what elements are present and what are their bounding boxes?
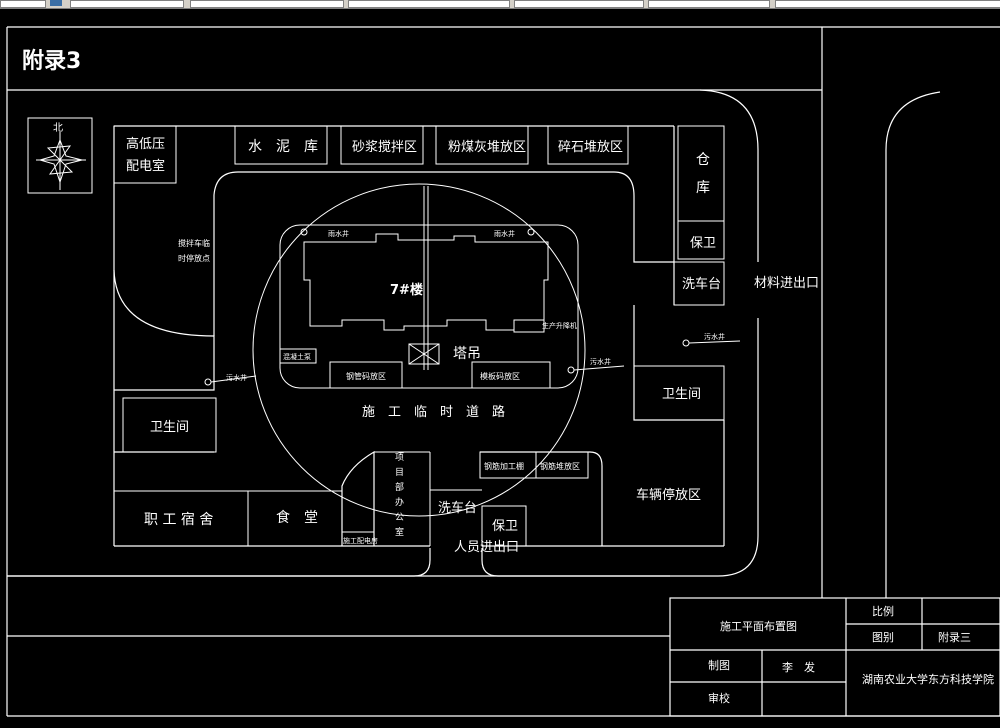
toolbar-field-5[interactable] [514, 0, 644, 8]
restroom-right-label: 卫生间 [662, 387, 701, 402]
tower-crane-label: 塔吊 [453, 346, 481, 362]
rebar-stack-label: 钢筋堆放区 [540, 461, 580, 471]
vehicle-park-label: 车辆停放区 [636, 487, 701, 503]
toolbar-strip [0, 0, 1000, 9]
top-row-buildings [113, 125, 725, 306]
toolbar-field-3[interactable] [190, 0, 344, 8]
sewage-left-label: 污水井 [226, 373, 247, 382]
restroom-left-label: 卫生间 [150, 420, 189, 435]
sewage-wells [204, 339, 741, 386]
toolbar-field-7[interactable] [775, 0, 1000, 8]
guard-top-label: 保卫 [690, 236, 716, 251]
cement-store-label: 水 泥 库 [248, 139, 318, 155]
shop-small-label: 施工配电房 [343, 536, 378, 545]
wash-top-label: 洗车台 [682, 276, 721, 292]
restroom-left-box [122, 397, 217, 453]
drawing-canvas[interactable]: 附录3 北 [0, 8, 1000, 728]
toolbar-field-6[interactable] [648, 0, 770, 8]
rain-well-left-label: 雨水井 [328, 229, 349, 238]
mixer-note-1: 搅拌车临 [178, 238, 210, 248]
sheet-frame [6, 26, 1000, 717]
crane-radius [252, 183, 586, 517]
restroom-right-box [633, 365, 725, 421]
scale-label: 比例 [872, 604, 894, 618]
formwork-yard-label: 模板码放区 [480, 371, 520, 381]
drawing-name: 施工平面布置图 [720, 620, 797, 633]
building-label: 7#楼 [390, 282, 423, 298]
office-label-2: 目 [395, 467, 404, 478]
sheet-value: 附录三 [938, 630, 971, 644]
office-label-5: 公 [395, 512, 404, 523]
fly-ash-label: 粉煤灰堆放区 [448, 140, 526, 155]
gravel-label: 碎石堆放区 [558, 140, 623, 155]
compass-rose [27, 117, 93, 194]
office-label-4: 办 [395, 496, 404, 508]
office-label-3: 部 [395, 481, 404, 493]
power-room-label-1: 高低压 [126, 136, 165, 152]
sewage-east-label: 污水井 [704, 332, 725, 341]
sewage-right-label: 污水井 [590, 357, 611, 366]
building-footprint [279, 186, 579, 389]
wash-bottom-label: 洗车台 [438, 500, 477, 516]
compass-north-label: 北 [53, 122, 63, 134]
power-room-label-2: 配电室 [126, 158, 165, 174]
warehouse-label-2: 库 [696, 180, 710, 196]
inner-road [113, 171, 724, 546]
office-label-6: 室 [395, 526, 404, 538]
title-block [669, 597, 1000, 717]
layer-icon[interactable] [50, 0, 62, 6]
rebar-yard-left-label: 钢管码放区 [346, 371, 386, 381]
material-gate-label: 材料进出口 [754, 276, 819, 291]
mixer-note-2: 时停放点 [178, 253, 210, 263]
rain-well-right-label: 雨水井 [494, 229, 515, 238]
right-road [7, 89, 941, 598]
toolbar-field-1[interactable] [0, 0, 46, 8]
bottom-row-buildings [114, 451, 589, 547]
appendix-title: 附录3 [22, 48, 81, 74]
warehouse-label-1: 仓 [696, 152, 710, 168]
institution-label: 湖南农业大学东方科技学院 [862, 672, 994, 686]
canteen-label: 食 堂 [276, 509, 318, 526]
mortar-mix-label: 砂浆搅拌区 [352, 139, 417, 155]
toolbar-field-2[interactable] [70, 0, 184, 8]
toolbar-field-4[interactable] [348, 0, 510, 8]
rebar-shop-label: 钢筋加工棚 [484, 461, 524, 471]
elevator-note-label: 生产升降机 [542, 321, 577, 330]
temp-road-label: 施 工 临 时 道 路 [362, 404, 505, 420]
office-label-1: 项 [395, 452, 404, 463]
checked-label: 审校 [708, 691, 730, 705]
drawn-value: 李 发 [782, 660, 815, 674]
dorm-label: 职 工 宿 舍 [144, 511, 213, 528]
sheet-label: 图别 [872, 631, 894, 644]
concrete-note-label: 混凝土泵 [283, 352, 311, 361]
guard-bottom-label: 保卫 [492, 519, 518, 534]
drawn-label: 制图 [708, 659, 730, 672]
people-gate-label: 人员进出口 [454, 540, 519, 555]
